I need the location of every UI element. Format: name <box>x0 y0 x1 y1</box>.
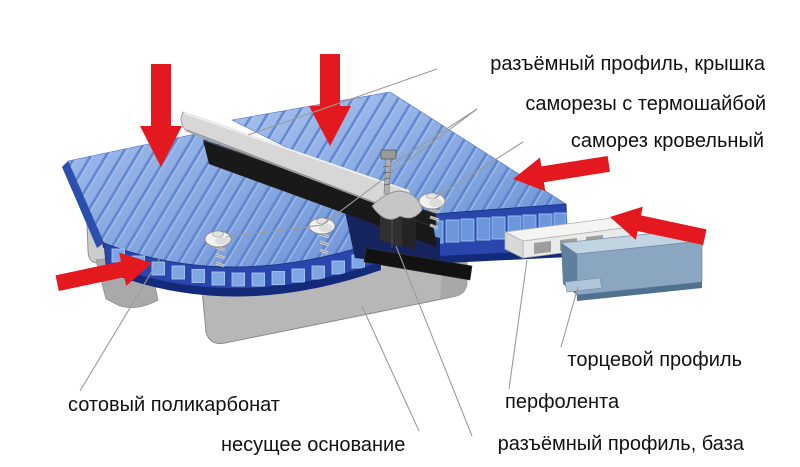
label-perfo-tape: перфолента <box>505 391 620 413</box>
leader-screws-thermo-b <box>225 108 478 238</box>
end-profile <box>559 229 704 301</box>
label-polycarbonate: сотовый поликарбонат <box>68 394 280 416</box>
label-cap-profile: разъёмный профиль, крышка <box>490 53 766 75</box>
down-arrow <box>140 64 182 167</box>
leader-lines <box>79 68 579 437</box>
right-sheet <box>231 91 569 264</box>
leader-base-profile <box>395 245 473 437</box>
leader-roof-screw <box>434 141 524 199</box>
leader-perfo-tape <box>508 259 528 390</box>
label-end-profile: торцевой профиль <box>567 349 742 371</box>
labels: разъёмный профиль, крышка саморезы с тер… <box>68 53 766 456</box>
thermo-washer-screw <box>308 217 336 255</box>
down-arrow <box>309 54 351 146</box>
leader-base-support <box>361 305 420 432</box>
left-up-arrow <box>610 206 707 245</box>
leader-end-profile <box>560 286 579 348</box>
right-arrow <box>55 252 152 291</box>
thermo-washer-screw <box>418 192 446 230</box>
thermo-washer-screw <box>204 230 232 268</box>
cap-end-gullwing <box>371 190 423 220</box>
split-profile-base <box>202 139 473 281</box>
thermo-washer-screws <box>204 192 446 268</box>
leader-screws-thermo-a <box>387 108 478 168</box>
leader-cap-profile <box>247 68 438 136</box>
label-base-profile: разъёмный профиль, база <box>498 433 745 455</box>
pressure-arrows <box>55 54 707 291</box>
split-profile-cap <box>180 111 423 220</box>
label-roof-screw: саморез кровельный <box>571 130 764 152</box>
label-base-support: несущее основание <box>221 434 405 456</box>
label-screws-thermo: саморезы с термошайбой <box>525 93 766 115</box>
leader-polycarbonate <box>79 257 161 392</box>
left-arrow <box>513 156 610 192</box>
